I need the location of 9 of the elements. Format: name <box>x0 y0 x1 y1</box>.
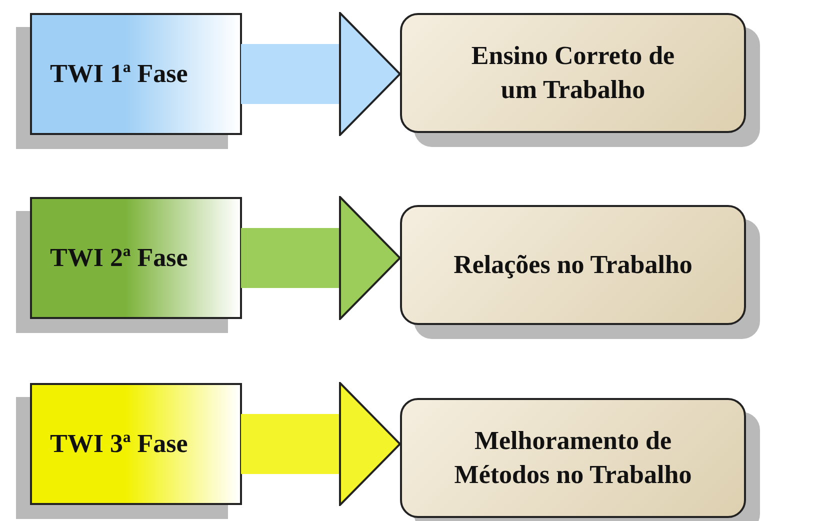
box-label: Ensino Correto de um Trabalho <box>470 40 676 106</box>
box-label: TWI 3ª Fase <box>50 428 188 460</box>
block-arrow <box>241 196 401 320</box>
block-arrow <box>241 382 401 506</box>
box-label: Melhoramento de Métodos no Trabalho <box>453 425 693 491</box>
box-label: Relações no Trabalho <box>454 249 692 282</box>
block-arrow <box>241 12 401 136</box>
box-label: TWI 1ª Fase <box>50 58 188 90</box>
box-label: TWI 2ª Fase <box>50 242 188 274</box>
